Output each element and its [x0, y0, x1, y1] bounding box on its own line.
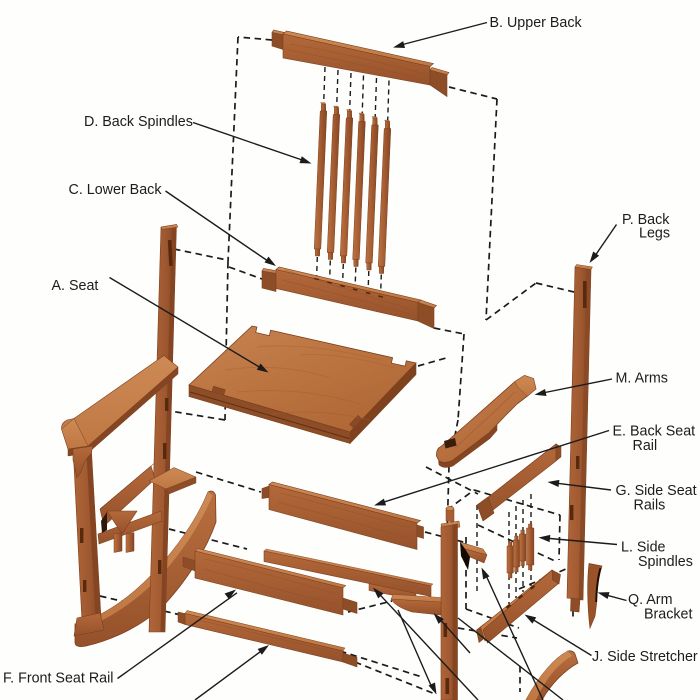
svg-text:M. Arms: M. Arms — [616, 371, 668, 387]
svg-text:F. Front Seat Rail: F. Front Seat Rail — [3, 671, 113, 687]
svg-text:A. Seat: A. Seat — [52, 278, 99, 294]
svg-text:J. Side Stretcher: J. Side Stretcher — [592, 649, 698, 665]
svg-text:B. Upper Back: B. Upper Back — [490, 15, 583, 31]
svg-text:E. Back Seat: E. Back Seat — [613, 424, 696, 440]
svg-text:C. Lower Back: C. Lower Back — [69, 182, 163, 198]
svg-text:L. Side: L. Side — [621, 540, 666, 556]
svg-text:Legs: Legs — [639, 226, 670, 242]
svg-text:D. Back Spindles: D. Back Spindles — [84, 114, 193, 130]
svg-text:P. Back: P. Back — [622, 212, 670, 228]
svg-text:Rail: Rail — [633, 438, 658, 454]
svg-text:Spindles: Spindles — [638, 554, 693, 570]
svg-text:G. Side Seat: G. Side Seat — [616, 483, 697, 499]
svg-text:Rails: Rails — [634, 498, 666, 514]
svg-text:Q. Arm: Q. Arm — [628, 592, 672, 608]
svg-text:Bracket: Bracket — [644, 607, 692, 623]
